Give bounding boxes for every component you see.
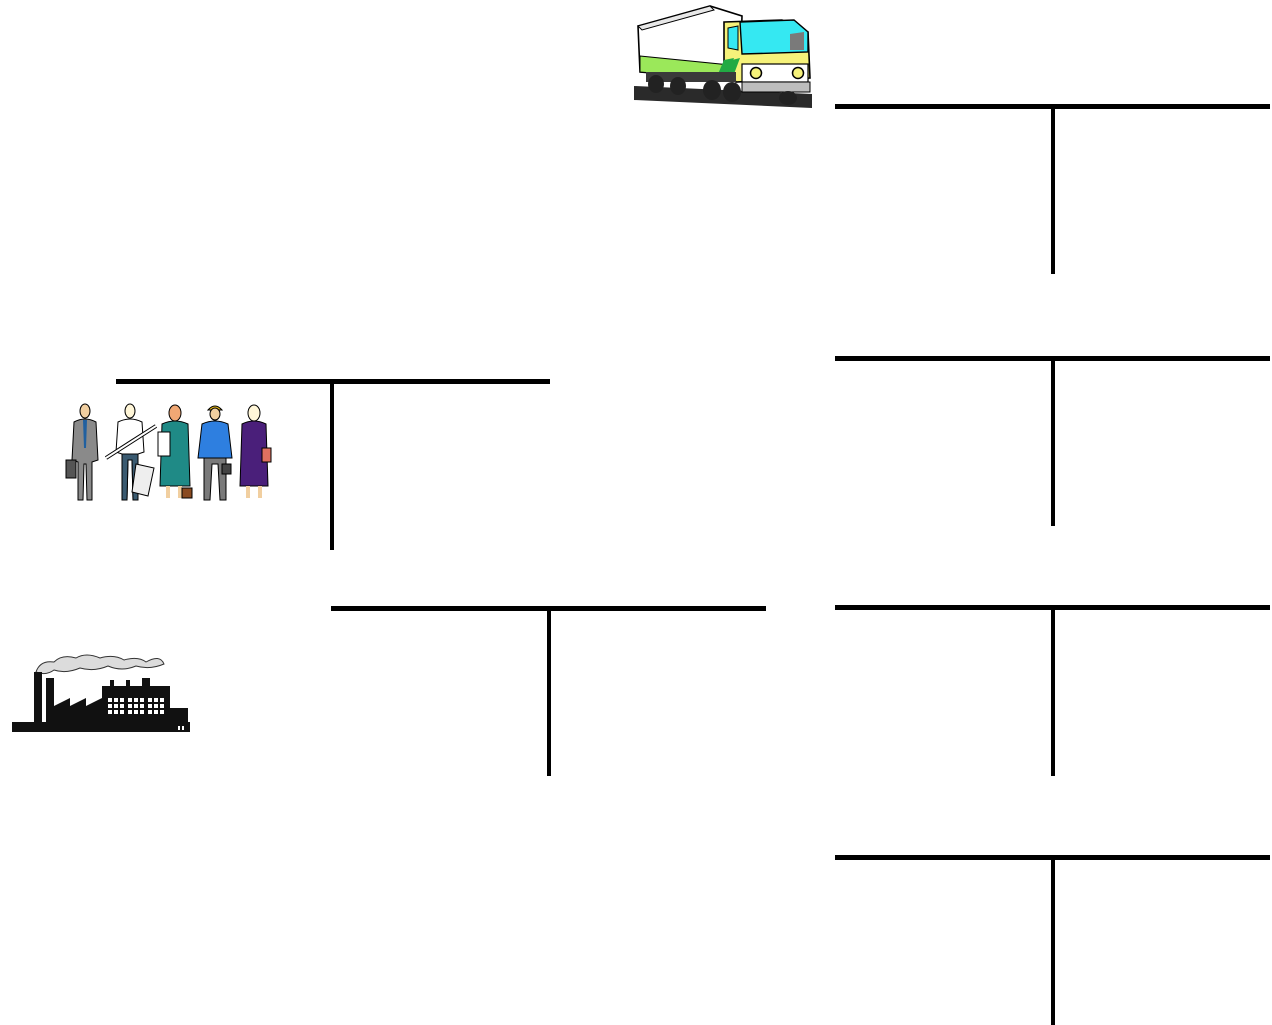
t-account-divider bbox=[1051, 607, 1055, 776]
factory-icon bbox=[10, 650, 192, 734]
person-grey-suit bbox=[66, 404, 98, 500]
person-engineer bbox=[106, 404, 156, 500]
t-account-divider bbox=[330, 381, 334, 550]
person-teal-dress bbox=[158, 405, 192, 498]
truck-icon bbox=[632, 4, 814, 110]
t-account-divider bbox=[1051, 857, 1055, 1025]
t-account-divider bbox=[1051, 358, 1055, 526]
t-account-divider bbox=[1051, 106, 1055, 274]
people-group-icon bbox=[62, 402, 274, 506]
person-hardhat-worker bbox=[198, 406, 232, 500]
t-account-divider bbox=[547, 608, 551, 776]
person-purple-suit bbox=[240, 405, 271, 498]
